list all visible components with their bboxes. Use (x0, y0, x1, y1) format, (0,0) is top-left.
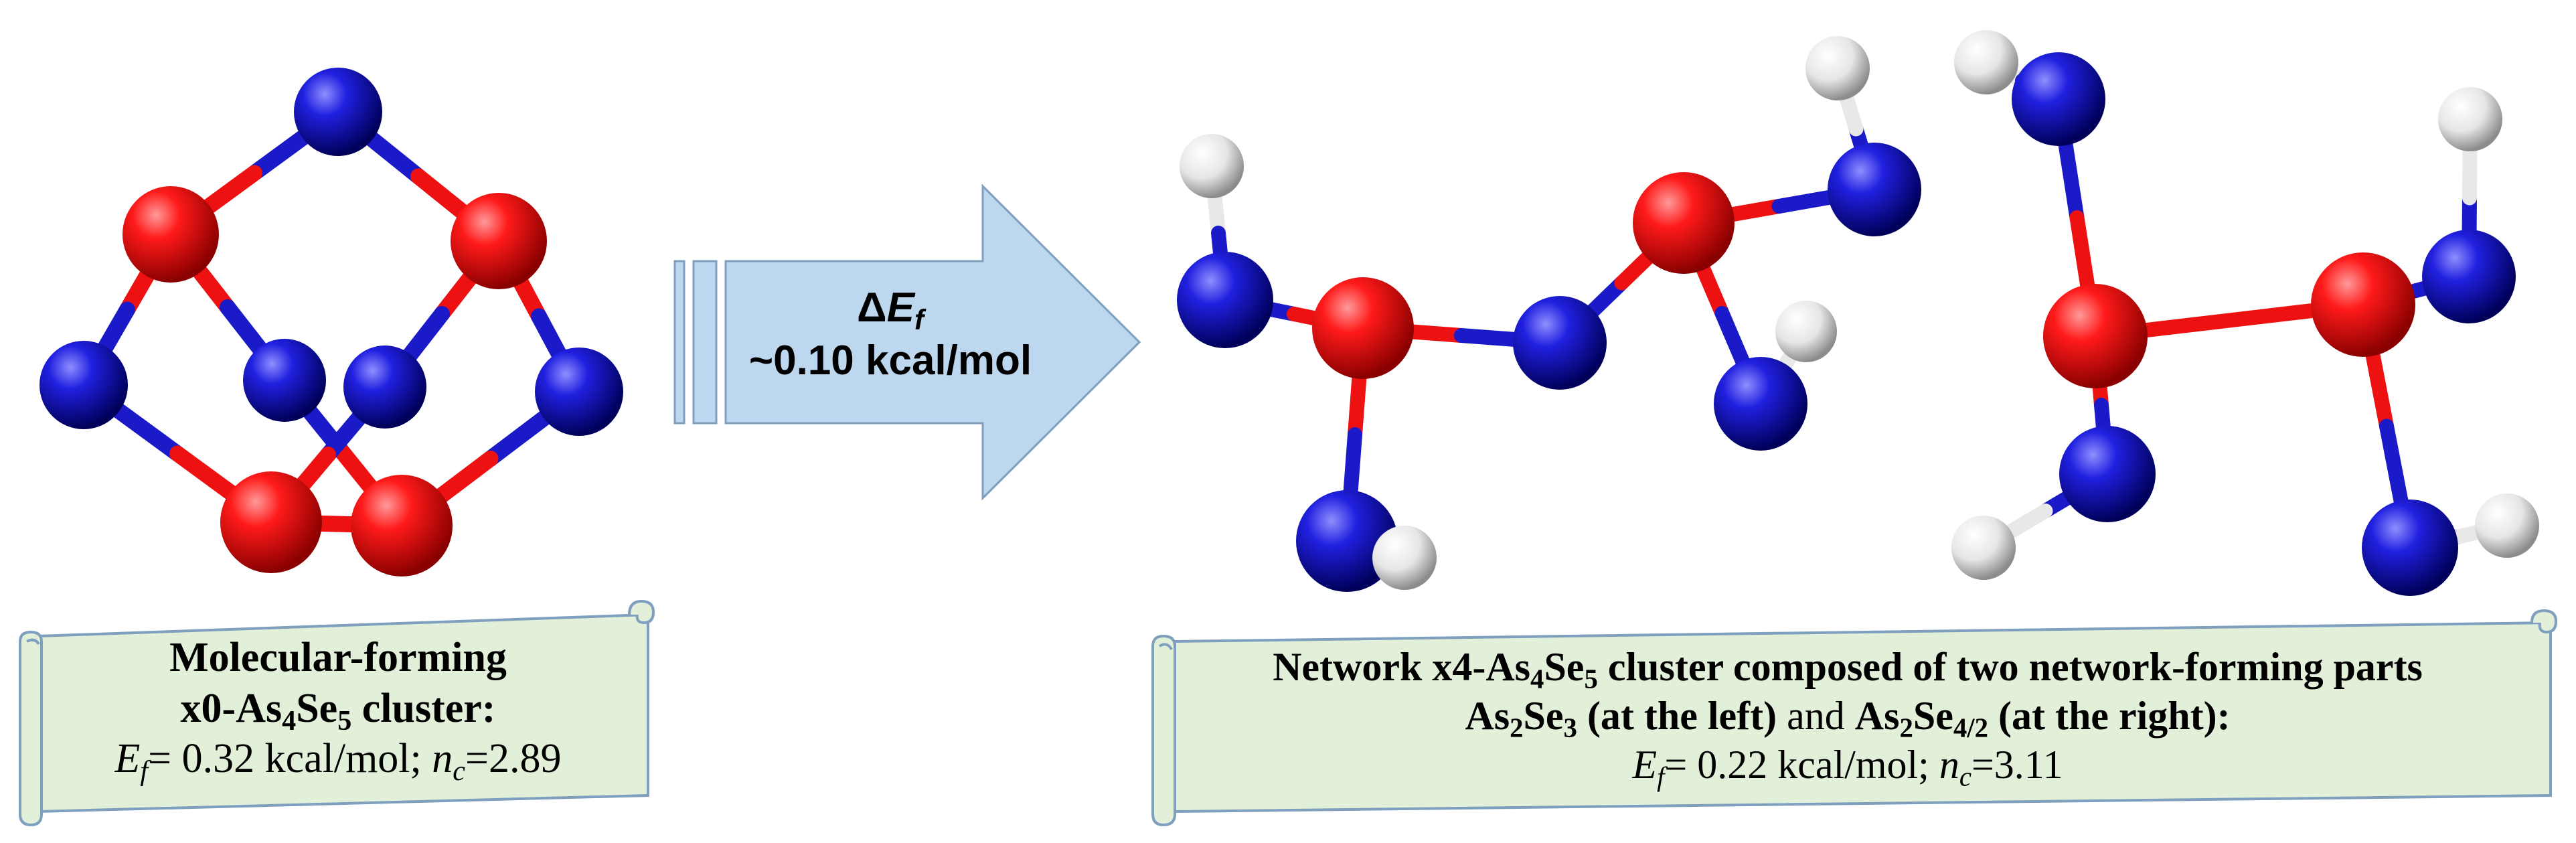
hydrogen-atom (1954, 30, 2018, 94)
selenium-atom (2059, 426, 2156, 522)
hydrogen-atom (1775, 301, 1837, 362)
arsenic-atom (220, 471, 322, 573)
arrow-label: ΔEf ~0.10 kcal/mol (723, 281, 1058, 388)
selenium-atom (1513, 296, 1607, 390)
left-caption-line2: x0-As4Se5 cluster: (180, 685, 496, 737)
selenium-atom (2012, 52, 2105, 146)
arrow-body (724, 183, 1141, 501)
selenium-atom (1828, 143, 1921, 236)
hydrogen-atom (2475, 493, 2539, 558)
left-caption-line1: Molecular-forming (169, 635, 507, 680)
right-caption: Network x4-As4Se5 cluster composed of tw… (1158, 643, 2537, 792)
delta-ef-value: ~0.10 kcal/mol (748, 337, 1032, 384)
arrow-tail-bar (692, 260, 718, 425)
right-caption-line1: Network x4-As4Se5 cluster composed of tw… (1273, 645, 2423, 694)
right-caption-line2: As2Se3 (at the left) and As2Se4/2 (at th… (1465, 694, 2231, 743)
selenium-atom (1714, 357, 1807, 451)
energy-arrow (673, 183, 1141, 501)
hydrogen-atom (2438, 87, 2502, 151)
delta-ef-label: ΔEf (857, 285, 924, 335)
selenium-atom (243, 339, 326, 422)
selenium-atom (2422, 230, 2516, 323)
arrow-tail-bar (673, 260, 686, 425)
arsenic-atom (2311, 252, 2415, 357)
hydrogen-atom (1805, 36, 1870, 100)
arsenic-atom (123, 186, 219, 283)
selenium-atom (294, 68, 382, 156)
left-caption: Molecular-forming x0-As4Se5 cluster: Ef=… (27, 633, 649, 785)
selenium-atom (1296, 490, 1398, 592)
arsenic-atom (2043, 284, 2148, 388)
hydrogen-atom (1372, 526, 1437, 590)
arsenic-atom (1312, 277, 1414, 379)
selenium-atom (39, 341, 128, 429)
network-fragment-as2se4-2 (1951, 30, 2539, 596)
selenium-atom (343, 346, 426, 429)
selenium-atom (535, 348, 623, 436)
arsenic-atom (1633, 172, 1735, 274)
network-fragment-as2se3 (1177, 36, 1921, 592)
left-caption-line3: Ef= 0.32 kcal/mol; nc=2.89 (114, 736, 562, 787)
hydrogen-atom (1951, 516, 2016, 580)
molecular-cluster-x0 (39, 68, 623, 577)
selenium-atom (1177, 252, 1273, 348)
arsenic-atom (351, 475, 453, 577)
arsenic-atom (451, 193, 547, 289)
hydrogen-atom (1180, 134, 1244, 198)
left-caption-scroll (19, 599, 655, 827)
right-caption-scroll (1151, 609, 2558, 827)
selenium-atom (2362, 500, 2458, 596)
right-caption-line3: Ef= 0.22 kcal/mol; nc=3.11 (1632, 743, 2063, 792)
